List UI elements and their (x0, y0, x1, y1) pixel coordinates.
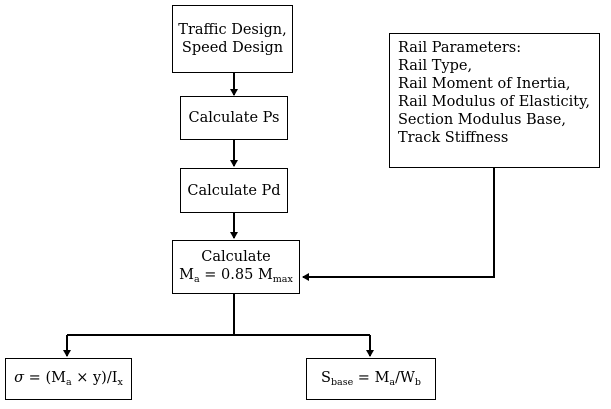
sbase-part1: S (321, 370, 331, 386)
sbase-part3: /W (395, 370, 415, 386)
traffic-design-line1: Traffic Design, (178, 22, 287, 38)
sbase-sub1: base (330, 377, 354, 388)
rail-parameters-line: Rail Parameters: (398, 40, 522, 56)
calculate-ma-box: Calculate Ma = 0.85 Mmax (172, 240, 300, 294)
ma-formula-lhs: M (179, 267, 195, 283)
rail-parameters-line: Rail Modulus of Elasticity, (398, 94, 590, 110)
sigma-part1: = (M (24, 370, 66, 386)
sigma-sub1: a (65, 377, 72, 388)
calculate-pd-box: Calculate Pd (180, 168, 288, 213)
ma-formula-rhs-sub: max (272, 274, 293, 285)
sigma-symbol: σ (14, 370, 25, 386)
rail-parameters-line: Rail Type, (398, 58, 473, 74)
bending-stress-formula: σ = (Ma × y)/Ix (14, 369, 123, 389)
calculate-ma-line1: Calculate (201, 249, 271, 265)
calculate-ma-formula: Ma = 0.85 Mmax (179, 266, 293, 286)
traffic-design-box: Traffic Design, Speed Design (172, 5, 293, 73)
ma-formula-lhs-sub: a (194, 274, 200, 285)
sbase-sub2: a (389, 377, 396, 388)
calculate-ps-box: Calculate Ps (180, 96, 288, 140)
rail-parameters-line: Track Stiffness (398, 130, 509, 146)
sbase-part2: = M (353, 370, 390, 386)
calculate-pd-label: Calculate Pd (187, 182, 281, 199)
bending-stress-box: σ = (Ma × y)/Ix (5, 358, 132, 400)
section-modulus-box: Sbase = Ma/Wb (306, 358, 436, 400)
sigma-sub2: x (117, 377, 123, 388)
traffic-design-line2: Speed Design (181, 40, 284, 56)
calculate-ps-label: Calculate Ps (188, 110, 280, 126)
rail-parameters-box: Rail Parameters: Rail Type, Rail Moment … (389, 33, 600, 168)
arrow-rail-to-ma (302, 168, 495, 281)
rail-parameters-line: Rail Moment of Inertia, (398, 76, 571, 92)
sigma-part2: × y)/I (71, 370, 118, 386)
rail-parameters-line: Section Modulus Base, (398, 112, 566, 128)
sbase-sub3: b (414, 377, 421, 388)
section-modulus-formula: Sbase = Ma/Wb (321, 369, 421, 389)
ma-formula-mid: = 0.85 M (199, 267, 273, 283)
